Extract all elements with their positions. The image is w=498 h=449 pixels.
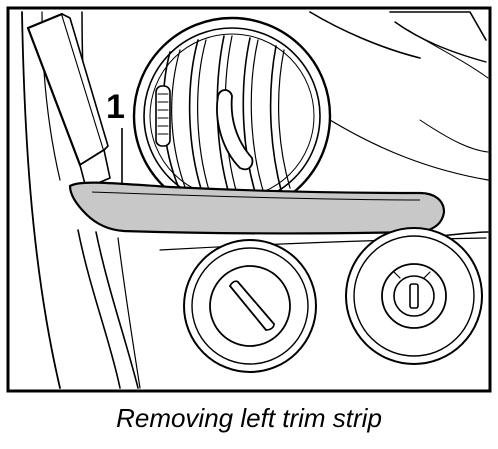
round-air-vent-icon (132, 16, 332, 216)
rotary-knob-icon (183, 239, 317, 373)
left-trim-strip (68, 181, 446, 235)
figure-caption: Removing left trim strip (116, 403, 382, 433)
trim-strip-highlight (91, 191, 421, 201)
callout-number: 1 (106, 88, 125, 126)
ignition-lock-icon (345, 227, 483, 365)
pry-tool-icon (26, 12, 111, 189)
